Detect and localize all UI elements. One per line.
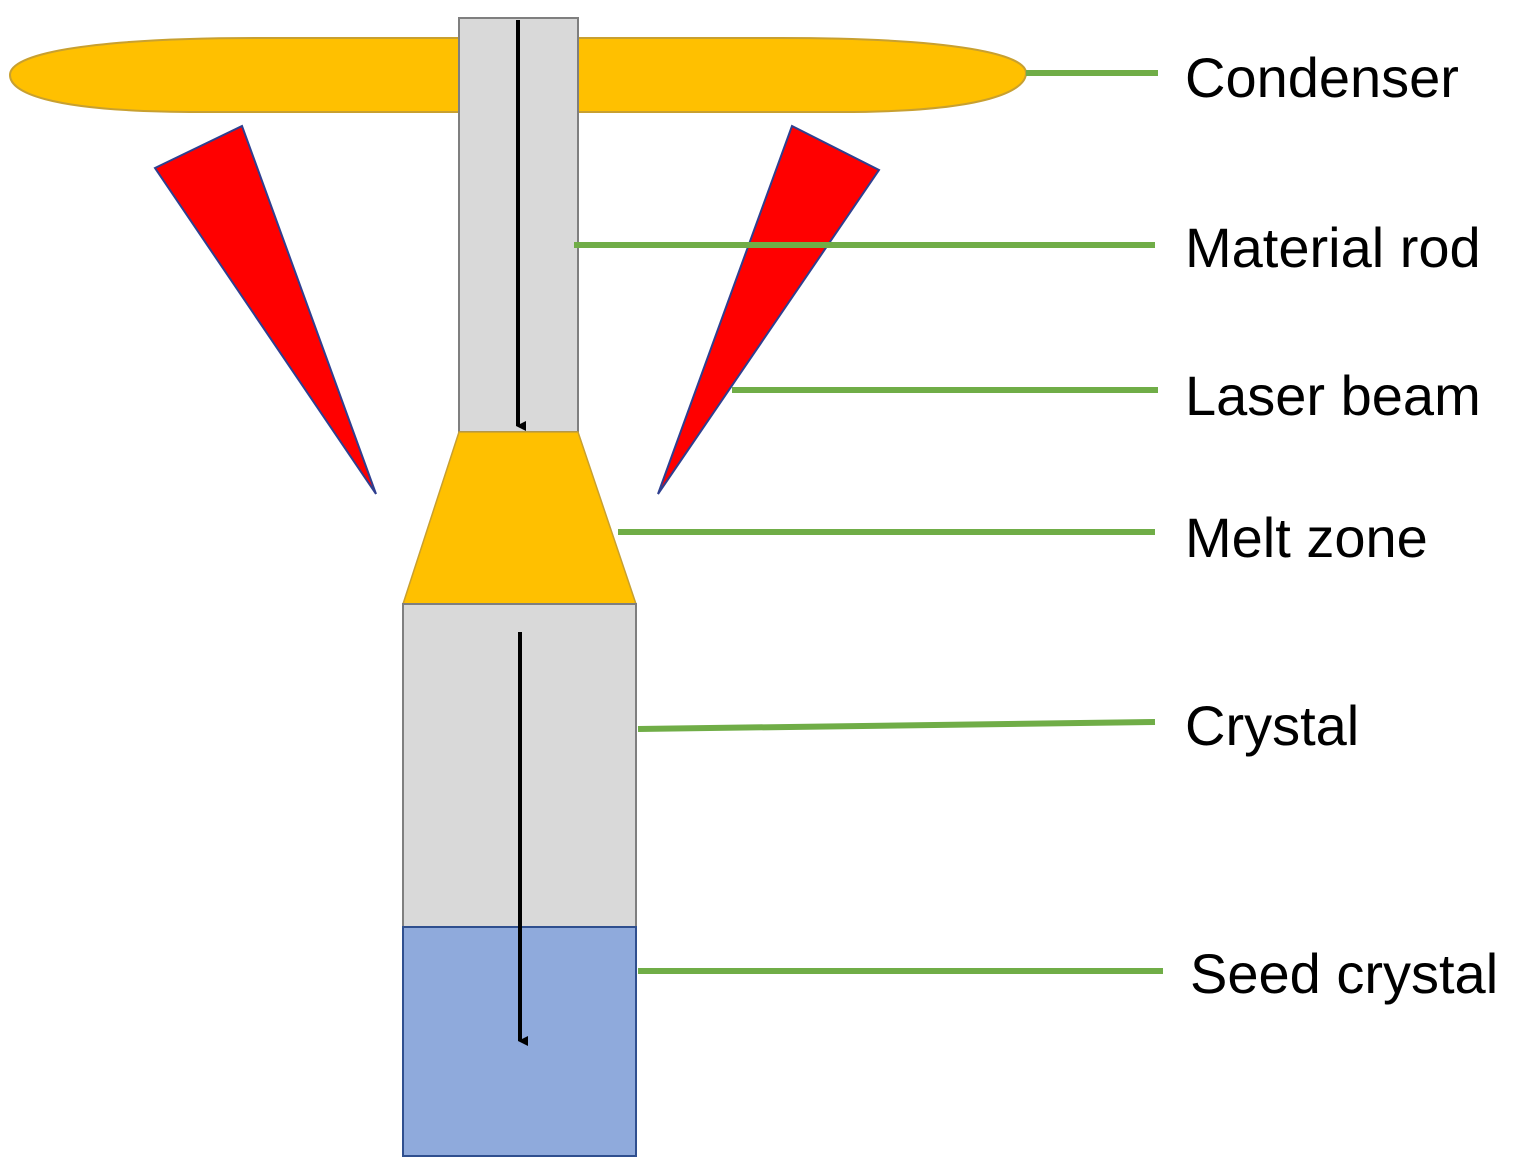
label-melt-zone: Melt zone [1185,506,1428,569]
label-condenser: Condenser [1185,46,1459,109]
label-laser-beam: Laser beam [1185,364,1481,427]
laser-beam-left [153,124,377,495]
leader-lines [574,70,1163,974]
labels: Condenser Material rod Laser beam Melt z… [1185,46,1498,1005]
label-crystal: Crystal [1185,694,1359,757]
leader-line-crystal [637,719,1156,732]
condenser-left-half [8,37,461,113]
label-material-rod: Material rod [1185,216,1481,279]
melt-zone [401,431,638,605]
condenser-right-half [577,37,1028,113]
label-seed-crystal: Seed crystal [1190,942,1498,1005]
laser-beam-right [657,124,881,495]
condenser [8,37,1028,113]
